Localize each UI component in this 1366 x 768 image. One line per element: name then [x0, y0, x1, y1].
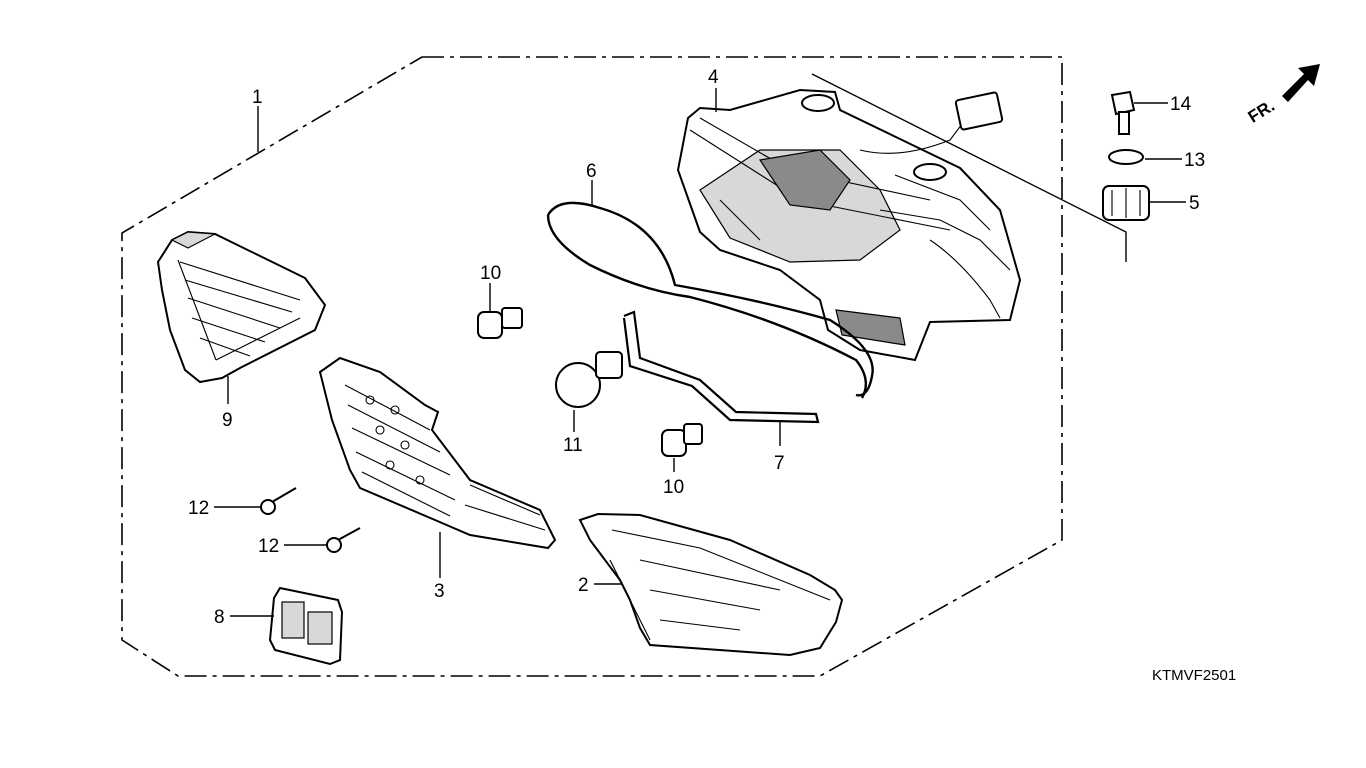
callout-8: 8 — [214, 607, 225, 628]
front-arrow-icon — [1282, 64, 1320, 102]
front-label: FR. — [1245, 96, 1278, 127]
part-8-reflector[interactable] — [268, 586, 344, 666]
callout-12-upper: 12 — [188, 498, 209, 519]
front-direction-marker: FR. — [1245, 64, 1320, 127]
callout-14: 14 — [1170, 94, 1192, 115]
callout-12-lower: 12 — [258, 536, 279, 557]
callout-10-lower: 10 — [663, 477, 684, 498]
callout-2: 2 — [578, 575, 589, 596]
callout-6: 6 — [586, 161, 597, 182]
part-12-screw-upper[interactable] — [260, 487, 297, 515]
callout-13: 13 — [1184, 150, 1205, 171]
part-14-bolt[interactable] — [1110, 90, 1136, 135]
callout-9: 9 — [222, 410, 233, 431]
part-13-washer[interactable] — [1108, 149, 1144, 165]
part-2-outer-lens[interactable] — [578, 512, 844, 657]
part-9-side-lens[interactable] — [156, 230, 327, 384]
callout-7: 7 — [774, 453, 785, 474]
leader-lines — [214, 73, 1186, 617]
diagram-code: KTMVF2501 — [1152, 667, 1236, 684]
callout-11: 11 — [563, 435, 583, 456]
part-7-wire-bracket[interactable] — [622, 310, 820, 424]
part-11-bulb[interactable] — [555, 351, 623, 408]
callout-10-upper: 10 — [480, 263, 501, 284]
callout-1: 1 — [252, 87, 263, 108]
part-6-gasket[interactable] — [546, 201, 874, 399]
part-10-wedge-bulb-upper[interactable] — [477, 307, 523, 339]
part-3-center-lens[interactable] — [318, 356, 557, 550]
part-12-screw-lower[interactable] — [326, 527, 361, 553]
callout-5: 5 — [1189, 193, 1200, 214]
assembly-boundary — [121, 56, 1063, 677]
part-4-taillight-housing[interactable] — [676, 88, 1022, 362]
callout-4: 4 — [708, 67, 719, 88]
part-10-wedge-bulb-lower[interactable] — [661, 423, 703, 457]
callout-3: 3 — [434, 581, 445, 602]
part-5-grommet[interactable] — [1102, 185, 1150, 221]
